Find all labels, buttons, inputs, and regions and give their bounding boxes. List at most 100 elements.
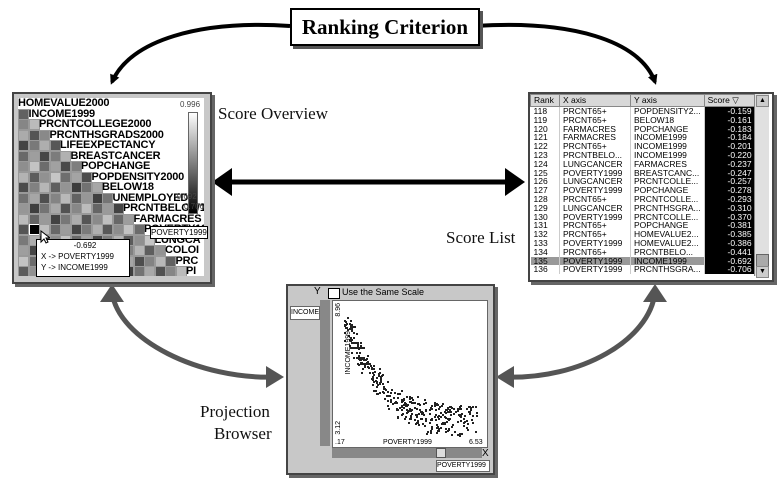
y-axis-slider[interactable] (320, 300, 330, 446)
matrix-cell[interactable] (144, 245, 155, 256)
header-x-axis[interactable]: X axis (559, 94, 631, 107)
matrix-cell[interactable] (70, 203, 82, 214)
matrix-cell[interactable] (60, 203, 71, 214)
matrix-cell[interactable] (102, 213, 113, 225)
matrix-cell[interactable] (18, 255, 29, 267)
matrix-cell[interactable] (39, 171, 50, 183)
matrix-cell[interactable] (123, 213, 134, 225)
matrix-cell[interactable] (49, 224, 61, 235)
matrix-cell[interactable] (39, 150, 50, 162)
matrix-cell[interactable] (133, 266, 145, 276)
matrix-cell[interactable] (154, 266, 166, 276)
matrix-cell[interactable] (165, 255, 176, 267)
matrix-cell[interactable] (60, 171, 71, 183)
matrix-cell[interactable] (28, 213, 40, 225)
matrix-cell[interactable] (28, 150, 40, 162)
matrix-cell[interactable] (49, 192, 61, 204)
matrix-cell[interactable] (91, 182, 103, 193)
matrix-cell[interactable] (18, 203, 29, 214)
matrix-cell[interactable] (112, 203, 124, 214)
matrix-cell[interactable] (28, 182, 40, 193)
matrix-cell[interactable] (81, 203, 92, 214)
y-variable-button[interactable]: INCOME (290, 306, 320, 320)
matrix-cell[interactable] (39, 129, 50, 141)
matrix-cell[interactable] (60, 224, 71, 235)
matrix-cell[interactable] (81, 182, 92, 193)
matrix-cell[interactable] (28, 140, 40, 151)
matrix-cell[interactable] (18, 129, 29, 141)
matrix-cell[interactable] (18, 224, 29, 235)
matrix-cell[interactable] (91, 224, 103, 235)
matrix-cell[interactable] (49, 161, 61, 172)
matrix-cell[interactable] (49, 213, 61, 225)
matrix-cell[interactable] (112, 224, 124, 235)
matrix-cell[interactable] (49, 171, 61, 183)
matrix-cell[interactable] (70, 161, 82, 172)
matrix-cell[interactable] (49, 203, 61, 214)
matrix-cell[interactable] (144, 255, 155, 267)
matrix-cell[interactable] (60, 161, 71, 172)
matrix-cell[interactable] (102, 192, 113, 204)
matrix-cell[interactable] (133, 245, 145, 256)
matrix-cell[interactable] (154, 245, 166, 256)
matrix-cell[interactable] (18, 108, 29, 120)
matrix-cell[interactable] (91, 213, 103, 225)
matrix-cell[interactable] (102, 203, 113, 214)
matrix-cell[interactable] (133, 224, 145, 235)
matrix-cell[interactable] (39, 213, 50, 225)
matrix-cell[interactable] (18, 245, 29, 256)
matrix-cell[interactable] (60, 192, 71, 204)
matrix-cell[interactable] (18, 161, 29, 172)
matrix-cell[interactable] (39, 182, 50, 193)
matrix-cell[interactable] (175, 266, 187, 276)
matrix-cell[interactable] (18, 192, 29, 204)
matrix-cell[interactable] (39, 161, 50, 172)
matrix-cell[interactable] (18, 150, 29, 162)
matrix-cell[interactable] (60, 213, 71, 225)
matrix-cell[interactable] (18, 234, 29, 246)
matrix-cell[interactable] (70, 182, 82, 193)
matrix-cell[interactable] (81, 171, 92, 183)
matrix-cell[interactable] (18, 213, 29, 225)
matrix-cell[interactable] (18, 119, 29, 130)
matrix-cell[interactable] (28, 161, 40, 172)
matrix-cell[interactable] (91, 192, 103, 204)
x-axis-slider[interactable] (332, 448, 482, 458)
matrix-cell[interactable] (18, 182, 29, 193)
x-variable-button[interactable]: POVERTY1999 (436, 460, 490, 472)
matrix-cell[interactable] (112, 213, 124, 225)
scroll-down-icon[interactable]: ▼ (756, 266, 769, 278)
matrix-cell[interactable] (133, 234, 145, 246)
matrix-cell[interactable] (91, 203, 103, 214)
same-scale-checkbox[interactable] (328, 288, 340, 299)
matrix-cell[interactable] (28, 192, 40, 204)
matrix-cell[interactable] (28, 224, 40, 235)
matrix-cell[interactable] (123, 224, 134, 235)
scatter-plot-area[interactable]: 8.96 3.12 INCOME1999 .17 POVERTY1999 6.5… (332, 300, 488, 448)
matrix-cell[interactable] (70, 171, 82, 183)
matrix-cell[interactable] (70, 213, 82, 225)
matrix-cell[interactable] (165, 266, 176, 276)
matrix-cell[interactable] (81, 213, 92, 225)
vertical-scrollbar[interactable]: ▲ ▼ (754, 94, 769, 278)
matrix-cell[interactable] (39, 192, 50, 204)
scroll-up-icon[interactable]: ▲ (756, 95, 769, 107)
matrix-cell[interactable] (133, 255, 145, 267)
matrix-cell[interactable] (70, 224, 82, 235)
header-rank[interactable]: Rank (530, 94, 560, 107)
matrix-cell[interactable] (28, 171, 40, 183)
